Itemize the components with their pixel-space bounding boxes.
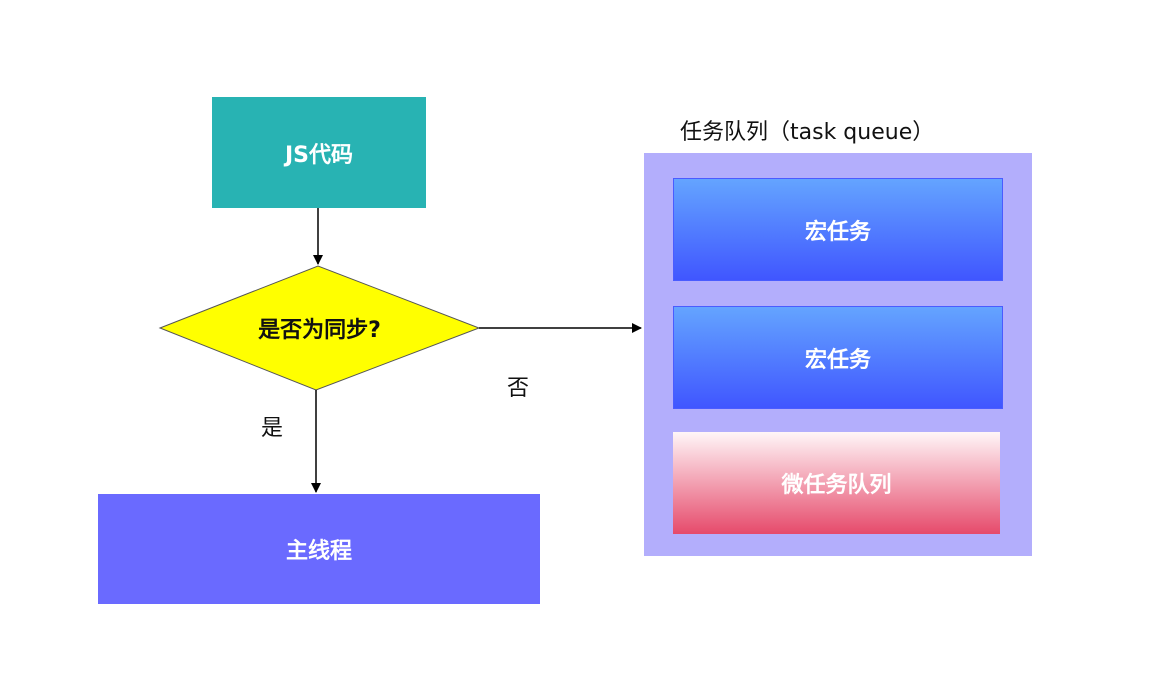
main-thread-label: 主线程 <box>285 539 352 564</box>
task-queue-title: 任务队列（task queue） <box>680 120 935 145</box>
micro-task-queue-node: 微任务队列 <box>673 432 1000 534</box>
macro-task-label: 宏任务 <box>804 347 871 373</box>
macro-task-node: 宏任务 <box>673 306 1003 409</box>
yes-label: 是 <box>261 416 284 441</box>
js-code-node: JS代码 <box>212 97 426 208</box>
micro-task-queue-label: 微任务队列 <box>781 473 892 498</box>
macro-task-label: 宏任务 <box>804 219 871 245</box>
macro-task-node: 宏任务 <box>673 178 1003 281</box>
task-queue-container: 宏任务 宏任务 微任务队列 <box>644 153 1032 556</box>
js-code-label: JS代码 <box>284 142 354 168</box>
no-label: 否 <box>507 376 530 401</box>
decision-label: 是否为同步? <box>258 318 381 343</box>
main-thread-node: 主线程 <box>98 494 540 604</box>
